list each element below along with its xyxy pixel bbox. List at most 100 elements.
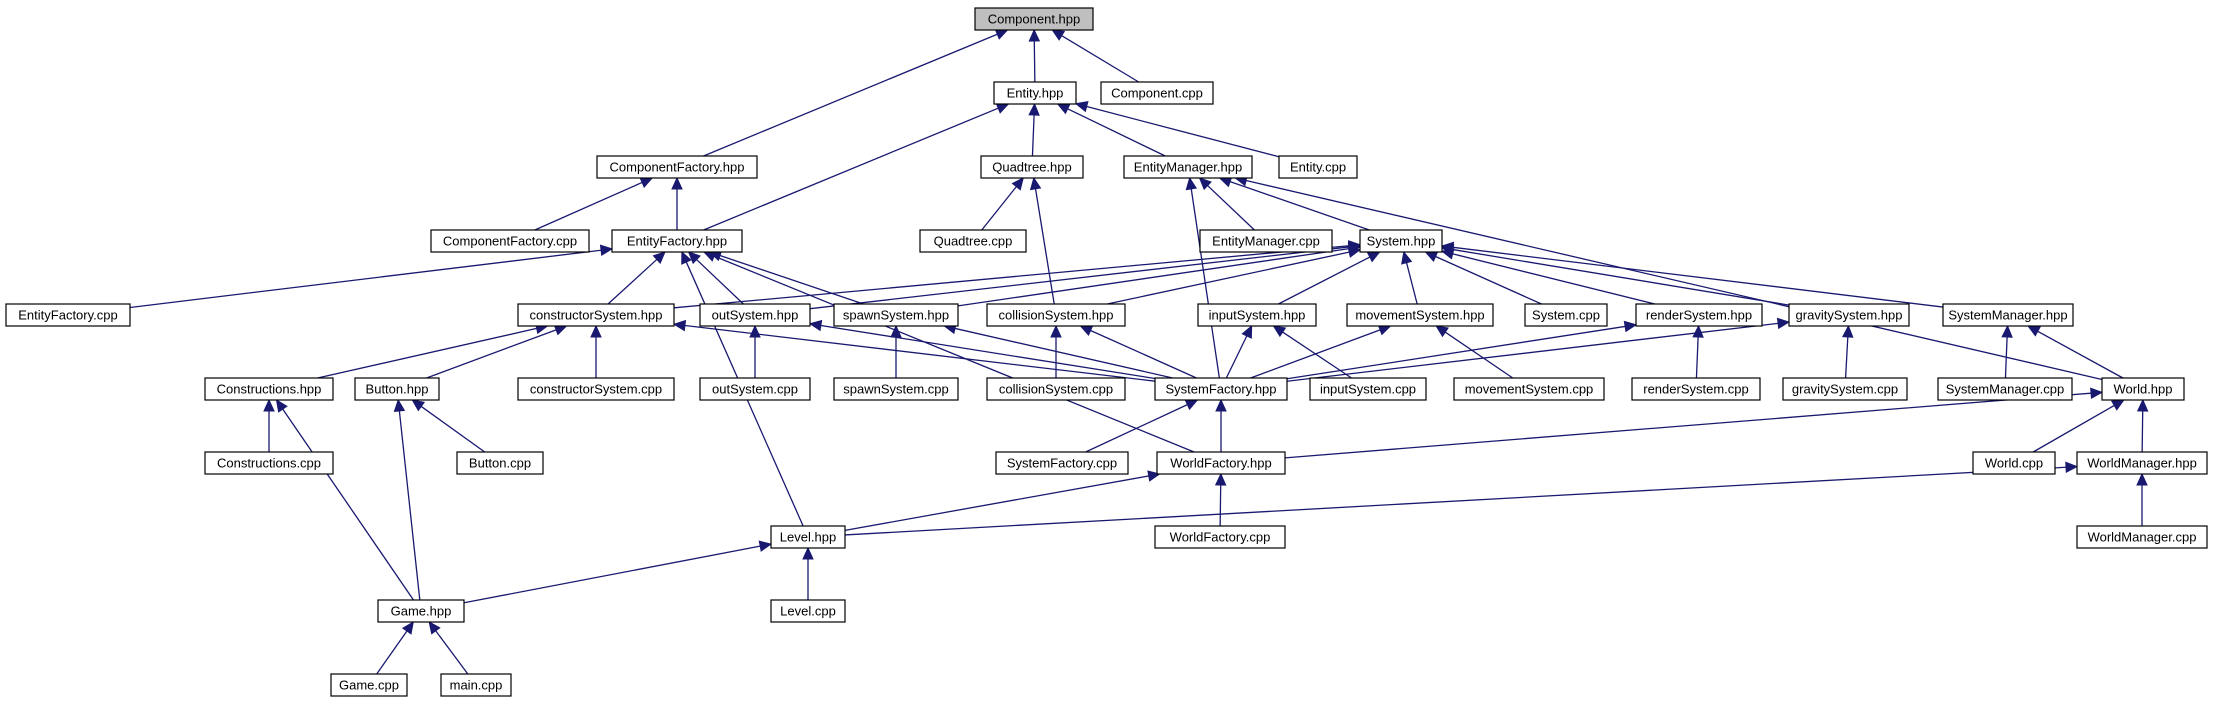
node-componentfactory-hpp[interactable]: ComponentFactory.hpp — [596, 155, 758, 179]
node-rendersystem-cpp[interactable]: renderSystem.cpp — [1631, 377, 1761, 401]
edge-quadtree-hpp-to-entity-hpp — [1028, 102, 1040, 157]
node-level-hpp[interactable]: Level.hpp — [770, 525, 846, 549]
node-world-cpp[interactable]: World.cpp — [1972, 451, 2056, 475]
edge-line — [2032, 404, 2115, 453]
node-worldfactory-hpp[interactable]: WorldFactory.hpp — [1156, 451, 1286, 475]
node-quadtree-hpp[interactable]: Quadtree.hpp — [980, 155, 1084, 179]
node-worldmanager-hpp[interactable]: WorldManager.hpp — [2076, 451, 2208, 475]
node-button-hpp[interactable]: Button.hpp — [354, 377, 440, 401]
node-outsystem-cpp[interactable]: outSystem.cpp — [699, 377, 811, 401]
node-button-cpp[interactable]: Button.cpp — [456, 451, 544, 475]
node-rendersystem-hpp[interactable]: renderSystem.hpp — [1635, 303, 1763, 327]
node-entityfactory-cpp[interactable]: EntityFactory.cpp — [5, 303, 131, 327]
node-constructions-hpp[interactable]: Constructions.hpp — [204, 377, 334, 401]
node-spawnsystem-cpp[interactable]: spawnSystem.cpp — [833, 377, 959, 401]
node-label: Game.cpp — [339, 678, 399, 693]
edge-systemfactory-hpp-to-movementsystem-hpp — [1250, 324, 1392, 379]
edge-systemmanager-cpp-to-systemmanager-hpp — [2001, 324, 2013, 379]
node-label: EntityFactory.cpp — [18, 308, 117, 323]
node-worldfactory-cpp[interactable]: WorldFactory.cpp — [1154, 525, 1286, 549]
node-worldmanager-cpp[interactable]: WorldManager.cpp — [2076, 525, 2208, 549]
edge-line — [981, 186, 1017, 231]
arrowhead — [393, 398, 406, 413]
edge-line — [1452, 253, 1655, 305]
node-label: System.cpp — [1532, 308, 1600, 323]
node-label: Component.cpp — [1111, 86, 1203, 101]
node-gravitysystem-hpp[interactable]: gravitySystem.hpp — [1788, 303, 1910, 327]
node-system-cpp[interactable]: System.cpp — [1524, 303, 1608, 327]
edge-line — [1452, 246, 1944, 308]
node-entity-hpp[interactable]: Entity.hpp — [993, 81, 1077, 105]
node-box — [995, 451, 1129, 475]
node-constructorsystem-hpp[interactable]: constructorSystem.hpp — [517, 303, 675, 327]
node-label: outSystem.cpp — [712, 382, 798, 397]
node-main-cpp[interactable]: main.cpp — [440, 673, 512, 697]
node-label: Entity.cpp — [1290, 160, 1346, 175]
arrowhead — [1029, 176, 1042, 191]
node-component-cpp[interactable]: Component.cpp — [1100, 81, 1214, 105]
node-label: Button.cpp — [469, 456, 531, 471]
node-box — [1199, 229, 1333, 253]
node-box — [204, 451, 334, 475]
edge-outsystem-cpp-to-outsystem-hpp — [749, 324, 761, 378]
node-game-cpp[interactable]: Game.cpp — [330, 673, 408, 697]
node-box — [699, 303, 811, 327]
edge-movementsystem-cpp-to-movementsystem-hpp — [1435, 325, 1514, 379]
node-label: SystemFactory.cpp — [1007, 456, 1117, 471]
node-systemmanager-cpp[interactable]: SystemManager.cpp — [1937, 377, 2073, 401]
arrowhead — [1074, 101, 1089, 113]
edge-world-hpp-to-entitymanager-hpp — [1234, 174, 2103, 381]
node-inputsystem-hpp[interactable]: inputSystem.hpp — [1197, 303, 1317, 327]
node-world-hpp[interactable]: World.hpp — [2101, 377, 2185, 401]
node-label: Game.hpp — [391, 604, 452, 619]
node-inputsystem-cpp[interactable]: inputSystem.cpp — [1309, 377, 1427, 401]
arrowhead — [1198, 177, 1212, 191]
node-movementsystem-hpp[interactable]: movementSystem.hpp — [1346, 303, 1494, 327]
edge-line — [1225, 335, 1248, 379]
node-systemfactory-hpp[interactable]: SystemFactory.hpp — [1154, 377, 1288, 401]
node-box — [986, 377, 1126, 401]
node-label: SystemManager.cpp — [1946, 382, 2065, 397]
node-collisionsystem-hpp[interactable]: collisionSystem.hpp — [986, 303, 1126, 327]
node-label: renderSystem.hpp — [1646, 308, 1752, 323]
node-entityfactory-hpp[interactable]: EntityFactory.hpp — [611, 229, 743, 253]
arrowhead — [687, 251, 701, 265]
node-system-hpp[interactable]: System.hpp — [1359, 229, 1443, 253]
arrowhead — [2136, 398, 2149, 412]
node-entity-cpp[interactable]: Entity.cpp — [1278, 155, 1358, 179]
node-box — [1154, 377, 1288, 401]
node-quadtree-cpp[interactable]: Quadtree.cpp — [919, 229, 1027, 253]
node-entitymanager-hpp[interactable]: EntityManager.hpp — [1123, 155, 1253, 179]
arrowhead — [1401, 250, 1413, 265]
node-constructorsystem-cpp[interactable]: constructorSystem.cpp — [517, 377, 675, 401]
node-entitymanager-cpp[interactable]: EntityManager.cpp — [1199, 229, 1333, 253]
node-box — [1635, 303, 1763, 327]
node-outsystem-hpp[interactable]: outSystem.hpp — [699, 303, 811, 327]
edge-entity-hpp-to-component-hpp — [1028, 28, 1041, 83]
node-movementsystem-cpp[interactable]: movementSystem.cpp — [1453, 377, 1605, 401]
node-box — [993, 81, 1077, 105]
node-label: Constructions.cpp — [217, 456, 321, 471]
node-systemfactory-cpp[interactable]: SystemFactory.cpp — [995, 451, 1129, 475]
node-spawnsystem-hpp[interactable]: spawnSystem.hpp — [833, 303, 959, 327]
arrowhead — [1028, 28, 1041, 42]
edge-entityfactory-cpp-to-entityfactory-hpp — [129, 244, 614, 309]
node-label: Level.hpp — [780, 530, 836, 545]
node-label: WorldFactory.cpp — [1170, 530, 1271, 545]
node-systemmanager-hpp[interactable]: SystemManager.hpp — [1942, 303, 2074, 327]
node-gravitysystem-cpp[interactable]: gravitySystem.cpp — [1782, 377, 1908, 401]
node-constructions-cpp[interactable]: Constructions.cpp — [204, 451, 334, 475]
edge-systemfactory-hpp-to-entitymanager-hpp — [1185, 176, 1221, 379]
node-level-cpp[interactable]: Level.cpp — [770, 599, 846, 623]
node-componentfactory-cpp[interactable]: ComponentFactory.cpp — [430, 229, 590, 253]
node-game-hpp[interactable]: Game.hpp — [377, 599, 465, 623]
node-label: EntityManager.cpp — [1212, 234, 1320, 249]
edge-line — [1286, 322, 1779, 382]
node-collisionsystem-cpp[interactable]: collisionSystem.cpp — [986, 377, 1126, 401]
node-component-hpp[interactable]: Component.hpp — [974, 7, 1094, 31]
edge-spawnsystem-hpp-to-entityfactory-hpp — [708, 250, 864, 305]
node-label: SystemFactory.hpp — [1165, 382, 1276, 397]
edge-line — [420, 405, 486, 453]
edge-worldmanager-hpp-to-world-hpp — [2136, 398, 2149, 453]
node-box — [699, 377, 811, 401]
